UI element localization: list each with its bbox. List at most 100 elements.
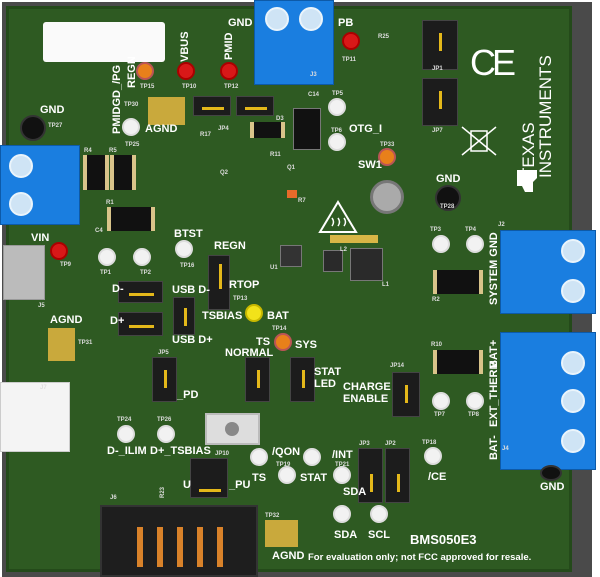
testpoint-tp27[interactable] — [20, 115, 46, 141]
label: R23 — [160, 486, 166, 498]
jumper-jp1[interactable] — [422, 20, 458, 70]
ti-logo-text: TEXAS INSTRUMENTS — [519, 55, 555, 178]
screw-icon — [561, 351, 585, 375]
label: EXT_THERM — [488, 360, 500, 427]
label: JP1 — [432, 66, 443, 72]
label: U — [183, 479, 191, 491]
jumper-jp11[interactable] — [208, 255, 230, 310]
label: R17 — [200, 132, 212, 138]
testpoint-tp4[interactable] — [466, 235, 484, 253]
jumper-jp5[interactable] — [152, 357, 177, 402]
switch-sw1[interactable] — [370, 180, 404, 214]
label: L1 — [382, 282, 390, 288]
testpoint-tp12[interactable] — [220, 62, 238, 80]
jumper-jp6[interactable] — [118, 281, 163, 303]
jumper-jp4a[interactable] — [193, 96, 231, 116]
label: TP16 — [180, 263, 195, 269]
label: RTOP — [229, 279, 260, 291]
button-cap[interactable] — [225, 422, 239, 436]
label: C4 — [95, 228, 103, 234]
testpoint-tp6[interactable] — [328, 133, 346, 151]
label: JP2 — [385, 441, 396, 447]
label: R25 — [378, 34, 390, 40]
label: AGND — [145, 123, 178, 135]
jumper-jp14[interactable] — [392, 372, 420, 417]
testpoint-tp28[interactable] — [435, 185, 461, 211]
label-area — [43, 22, 165, 62]
testpoint-tp11[interactable] — [342, 32, 360, 50]
label: Q1 — [287, 165, 296, 171]
testpoint-stat[interactable] — [303, 448, 321, 466]
button-switch[interactable] — [205, 413, 260, 445]
label: TP28 — [440, 204, 455, 210]
label: PMID — [223, 32, 235, 61]
label: JP3 — [359, 441, 370, 447]
testpoint-scl[interactable] — [370, 505, 388, 523]
testpoint-tp7[interactable] — [432, 392, 450, 410]
testpoint-tp16[interactable] — [175, 240, 193, 258]
agnd-pad — [148, 97, 185, 125]
testpoint-tp2[interactable] — [133, 248, 151, 266]
testpoint-tp21[interactable] — [333, 466, 351, 484]
testpoint-tp19[interactable] — [278, 466, 296, 484]
jumper-stat-led[interactable] — [290, 357, 315, 402]
pin — [157, 527, 163, 567]
label: PMIDGD_/PG — [111, 64, 123, 134]
label: VIN — [31, 232, 50, 244]
jumper-jp2[interactable] — [385, 448, 410, 503]
label: JP14 — [390, 363, 405, 369]
label: VBUS — [179, 31, 191, 62]
testpoint-tp15[interactable] — [136, 62, 154, 80]
board-name: BMS050E3 — [410, 532, 477, 547]
label: GND — [228, 17, 253, 29]
ic-q1 — [293, 108, 321, 150]
label: ENABLE — [343, 393, 389, 405]
jumper-jp4b[interactable] — [236, 96, 274, 116]
label: D+ — [110, 315, 125, 327]
label: J7 — [40, 385, 47, 391]
testpoint-tp3[interactable] — [432, 235, 450, 253]
label: TP31 — [78, 340, 93, 346]
testpoint-tp1[interactable] — [98, 248, 116, 266]
label: TP21 — [335, 462, 350, 468]
testpoint-tp8[interactable] — [466, 392, 484, 410]
pin — [197, 527, 203, 567]
label: TP27 — [48, 123, 63, 129]
pin — [137, 527, 143, 567]
testpoint-tp14[interactable] — [274, 333, 292, 351]
label: TP11 — [342, 57, 357, 63]
label: D+_TSBIAS — [150, 445, 211, 457]
testpoint-ts[interactable] — [250, 448, 268, 466]
testpoint-tp25[interactable] — [122, 118, 140, 136]
jumper-jp7[interactable] — [422, 78, 458, 126]
label: TP26 — [157, 417, 172, 423]
disclaimer: For evaluation only; not FCC approved fo… — [308, 552, 532, 563]
testpoint-tp24[interactable] — [117, 425, 135, 443]
label: R11 — [270, 152, 281, 158]
label: TP14 — [272, 326, 287, 332]
testpoint-tp13[interactable] — [245, 304, 263, 322]
testpoint-tp33[interactable] — [378, 148, 396, 166]
label: TP5 — [332, 91, 344, 97]
testpoint-tp9[interactable] — [50, 242, 68, 260]
jumper-jp10[interactable] — [190, 458, 228, 498]
jumper-jp3[interactable] — [358, 448, 383, 503]
testpoint-gnd-right[interactable] — [540, 465, 562, 481]
diode-d3 — [250, 122, 285, 138]
label: JP7 — [432, 128, 443, 134]
jumper-ts-normal[interactable] — [245, 357, 270, 402]
jumper-jp9[interactable] — [118, 312, 163, 336]
testpoint-sda[interactable] — [333, 505, 351, 523]
label: J4 — [502, 446, 509, 452]
ic-u1 — [280, 245, 302, 267]
testpoint-tp18[interactable] — [424, 447, 442, 465]
jumper-jp12[interactable] — [173, 297, 195, 335]
testpoint-tp5[interactable] — [328, 98, 346, 116]
label: U1 — [270, 265, 278, 271]
label: TP10 — [182, 84, 197, 90]
testpoint-tp26[interactable] — [157, 425, 175, 443]
testpoint-tp10[interactable] — [177, 62, 195, 80]
terminal-block-vin — [0, 145, 80, 225]
label: R4 — [84, 148, 92, 154]
resistor-r10 — [433, 350, 483, 374]
